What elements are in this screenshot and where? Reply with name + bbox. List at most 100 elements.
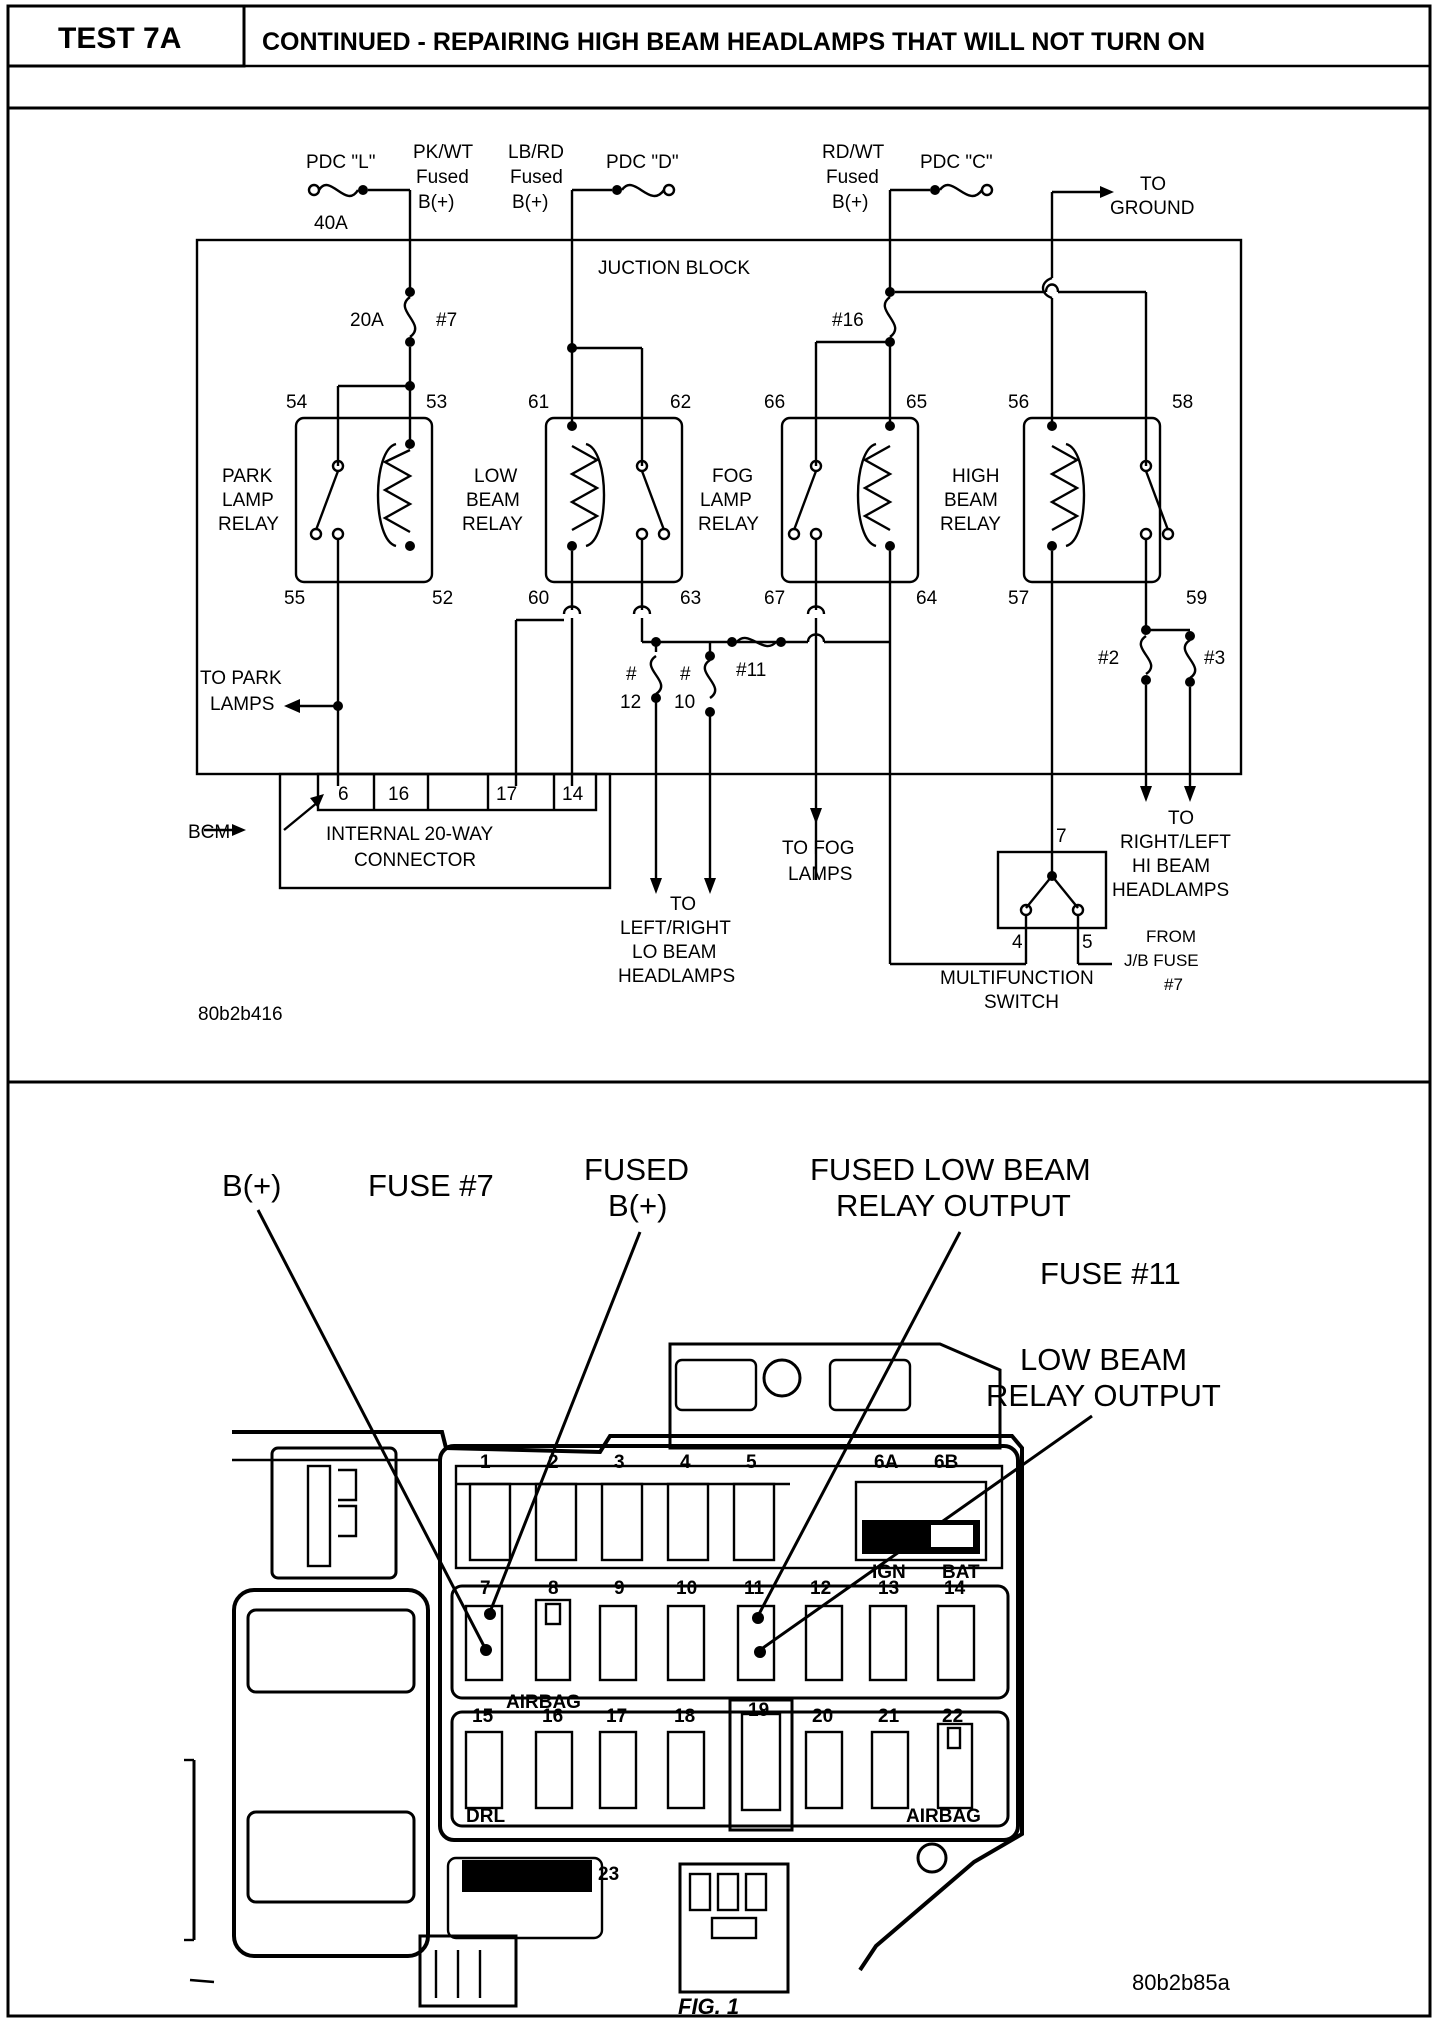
fuse-label-21: 21 [878, 1706, 900, 1727]
fuse-label-7: 7 [480, 1578, 491, 1599]
rdwt-label-2: Fused [826, 167, 879, 188]
pin-53: 53 [426, 392, 447, 413]
fuse-label-12: 12 [810, 1578, 831, 1599]
bcm-label: BCM [188, 822, 230, 843]
test-id: TEST 7A [58, 22, 181, 55]
callout-bplus: B(+) [222, 1168, 281, 1203]
high-relay-label-3: RELAY [940, 514, 1001, 535]
fuse-row-2 [464, 1598, 976, 1682]
to-hi-beam-label-4: HEADLAMPS [1112, 880, 1229, 901]
low-relay-label-3: RELAY [462, 514, 523, 535]
mfs-pin-4: 4 [1012, 932, 1023, 953]
low-relay-label-2: BEAM [466, 490, 520, 511]
to-hi-beam-label-2: RIGHT/LEFT [1120, 832, 1231, 853]
fog-relay-label-3: RELAY [698, 514, 759, 535]
junction-block-label: JUCTION BLOCK [598, 258, 750, 279]
from-jb-label-1: FROM [1146, 927, 1196, 946]
connector-label-1: INTERNAL 20-WAY [326, 824, 493, 845]
fuse-label-16: 16 [542, 1706, 563, 1727]
connector-pin-17: 17 [496, 784, 517, 805]
fuse-label-5: 5 [746, 1452, 757, 1473]
airbag-label-row2: AIRBAG [506, 1692, 581, 1713]
to-lo-beam-label-1: TO [670, 894, 696, 915]
to-hi-beam-label-3: HI BEAM [1132, 856, 1210, 877]
mfs-pin-7: 7 [1056, 826, 1067, 847]
fuse-label-6b: 6B [934, 1452, 958, 1473]
pdc-d-fuse-symbol [570, 183, 676, 348]
from-jb-label-2: J/B FUSE [1124, 951, 1199, 970]
callout-low-out-1: LOW BEAM [1020, 1342, 1187, 1377]
to-ground-label-2: GROUND [1110, 198, 1194, 219]
connector-pin-16: 16 [388, 784, 409, 805]
fusebox-figure-id: 80b2b85a [1132, 1970, 1231, 1995]
high-relay-label-1: HIGH [952, 466, 1000, 487]
drl-label: DRL [466, 1806, 505, 1827]
pin-66: 66 [764, 392, 785, 413]
pin-54: 54 [286, 392, 308, 413]
fuse-label-6a: 6A [874, 1452, 899, 1473]
to-lo-beam-label-2: LEFT/RIGHT [620, 918, 731, 939]
pkwt-label: PK/WT [413, 142, 474, 163]
fuse-label-20: 20 [812, 1706, 833, 1727]
mfs-pin-5: 5 [1082, 932, 1093, 953]
internal-connector [204, 772, 612, 890]
multifunction-switch [890, 850, 1112, 966]
callout-low-out-2: RELAY OUTPUT [986, 1378, 1221, 1413]
to-ground-label: TO [1140, 174, 1166, 195]
fuse-3-label: #3 [1204, 648, 1225, 669]
fuse-label-11: 11 [744, 1578, 765, 1599]
fuse-label-9: 9 [614, 1578, 625, 1599]
pin-58: 58 [1172, 392, 1193, 413]
pkwt-label-3: B(+) [418, 192, 454, 213]
pin-62: 62 [670, 392, 691, 413]
fuse-7-symbol [336, 287, 417, 466]
figure-caption: FIG. 1 [678, 1994, 739, 2019]
pdc-c-label: PDC "C" [920, 152, 993, 173]
fuse-20a-label: 20A [350, 310, 384, 331]
high-beam-relay [1022, 416, 1175, 876]
to-park-lamps-label-2: LAMPS [210, 694, 274, 715]
pin-55: 55 [284, 588, 305, 609]
to-fog-label-2: LAMPS [788, 864, 852, 885]
schematic-figure-id: 80b2b416 [198, 1004, 283, 1025]
low-relay-label-1: LOW [474, 466, 517, 487]
fuse-2-label: #2 [1098, 648, 1119, 669]
fuse-label-8: 8 [548, 1578, 559, 1599]
rdwt-label: RD/WT [822, 142, 885, 163]
rdwt-label-3: B(+) [832, 192, 868, 213]
park-relay-label-2: LAMP [222, 490, 274, 511]
lbrd-label-2: Fused [510, 167, 563, 188]
pdc-l-amps: 40A [314, 213, 348, 234]
to-hi-beam-label-1: TO [1168, 808, 1194, 829]
fuse-row-3 [464, 1698, 974, 1874]
fuse-11-label: #11 [736, 660, 766, 681]
to-lo-beam-label-4: HEADLAMPS [618, 966, 735, 987]
fusebox-illustration: B(+) FUSE #7 FUSED B(+) FUSED LOW BEAM R… [184, 1152, 1221, 2008]
park-relay-label-3: RELAY [218, 514, 279, 535]
pdc-d-label: PDC "D" [606, 152, 679, 173]
pin-60: 60 [528, 588, 549, 609]
pin-61: 61 [528, 392, 549, 413]
pkwt-label-2: Fused [416, 167, 469, 188]
fuse-row-1 [456, 1480, 988, 1562]
callout-fused-low-1: FUSED LOW BEAM [810, 1152, 1091, 1187]
fuse-label-bat: BAT [942, 1562, 980, 1583]
pdc-l-label: PDC "L" [306, 152, 375, 173]
pin-65: 65 [906, 392, 927, 413]
fuse-12-label-a: # [626, 664, 637, 685]
fuse-label-17: 17 [606, 1706, 627, 1727]
ground-wire [1041, 186, 1114, 426]
callout-fused-b-2: B(+) [608, 1188, 667, 1223]
callout-fused-low-2: RELAY OUTPUT [836, 1188, 1071, 1223]
fuse-label-13: 13 [878, 1578, 899, 1599]
schematic: JUCTION BLOCK PDC "L" 40A PK/WT Fused B(… [188, 142, 1243, 1025]
fuse-label-15: 15 [472, 1706, 494, 1727]
callout-fused-b-1: FUSED [584, 1152, 689, 1187]
fuse-10-label-a: # [680, 664, 691, 685]
page-title: CONTINUED - REPAIRING HIGH BEAM HEADLAMP… [262, 28, 1205, 56]
fuse-12-label-b: 12 [620, 692, 641, 713]
lbrd-label: LB/RD [508, 142, 564, 163]
park-relay-label-1: PARK [222, 466, 273, 487]
fuse-7-label: #7 [436, 310, 457, 331]
